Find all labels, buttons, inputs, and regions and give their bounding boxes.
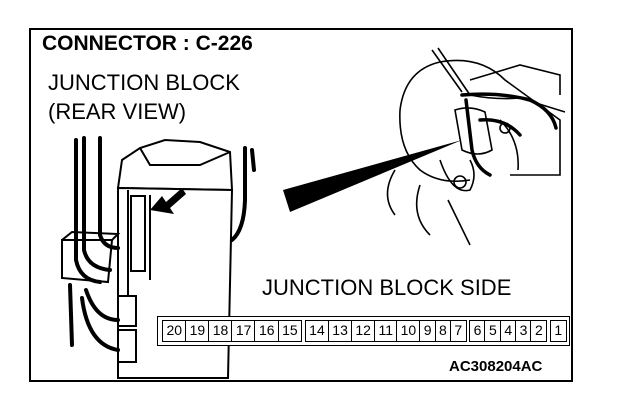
pin-5: 5 <box>484 320 502 342</box>
pin-8: 8 <box>434 320 452 342</box>
pin-14: 14 <box>304 320 330 342</box>
side-label: JUNCTION BLOCK SIDE <box>262 275 512 300</box>
part-code: AC308204AC <box>449 358 543 375</box>
pin-10: 10 <box>396 320 421 342</box>
pin-6: 6 <box>469 320 486 342</box>
pin-20: 20 <box>162 320 187 342</box>
wiring-harness <box>68 136 256 352</box>
view-label-line2: (REAR VIEW) <box>48 99 187 124</box>
location-wedge <box>283 140 462 212</box>
pointer-arrow <box>150 188 186 214</box>
pin-19: 19 <box>185 320 210 342</box>
connector-title: CONNECTOR : C-226 <box>42 32 253 55</box>
pin-4: 4 <box>499 320 517 342</box>
pin-12: 12 <box>350 320 376 342</box>
pin-17: 17 <box>231 320 256 342</box>
pin-13: 13 <box>327 320 353 342</box>
pin-11: 11 <box>373 320 398 342</box>
pin-row: 20 19 18 17 16 15 14 13 12 11 10 9 8 7 6… <box>162 320 567 342</box>
pin-15: 15 <box>277 320 303 342</box>
view-label-line1: JUNCTION BLOCK <box>48 70 240 95</box>
pin-16: 16 <box>254 320 280 342</box>
pin-7: 7 <box>449 320 467 342</box>
harness-on-dashboard <box>460 92 558 177</box>
pin-9: 9 <box>419 320 436 342</box>
pin-18: 18 <box>208 320 233 342</box>
pin-3: 3 <box>515 320 532 342</box>
connector-pin-strip: 20 19 18 17 16 15 14 13 12 11 10 9 8 7 6… <box>157 316 570 346</box>
pin-2: 2 <box>530 320 548 342</box>
pin-1: 1 <box>549 320 567 342</box>
vehicle-dashboard-illustration <box>386 47 566 246</box>
